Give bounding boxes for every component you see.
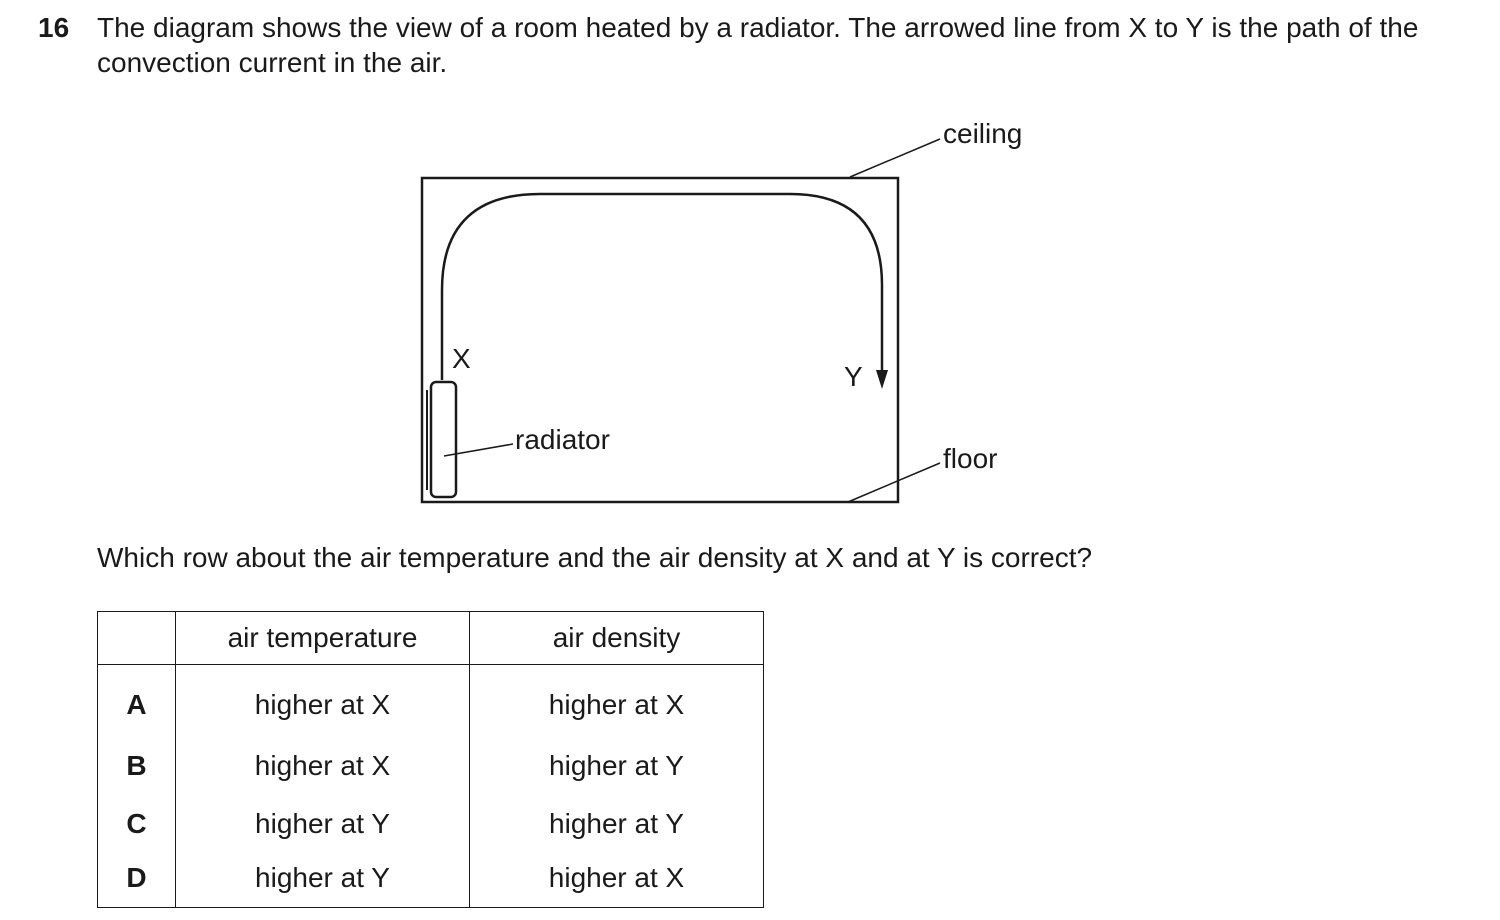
density-cell: higher at Y [469,795,764,853]
temperature-cell: higher at X [175,737,470,795]
question-prompt: Which row about the air temperature and … [97,542,1093,573]
room-diagram: ceiling floor radiator X Y [420,118,1022,504]
temperature-cell: higher at X [175,664,470,737]
density-cell: higher at X [469,664,764,737]
answer-table: air temperature air density A higher at … [97,611,764,908]
option-letter: A [97,664,176,737]
density-cell: higher at X [469,853,764,908]
table-row: C higher at Y higher at Y [97,795,764,853]
convection-path [440,192,884,380]
density-cell: higher at Y [469,737,764,795]
table-row: B higher at X higher at Y [97,737,764,795]
header-option [97,611,176,665]
radiator-leader [443,443,514,457]
point-x-label: X [452,343,471,374]
header-air-temperature: air temperature [175,611,470,665]
question-text: The diagram shows the view of a room hea… [97,12,1419,78]
temperature-cell: higher at Y [175,853,470,908]
option-letter: C [97,795,176,853]
radiator-body [429,380,458,499]
ceiling-label: ceiling [943,118,1022,149]
question-number: 16 [38,12,70,43]
option-letter: B [97,737,176,795]
table-row: A higher at X higher at X [97,664,764,737]
temperature-cell: higher at Y [175,795,470,853]
floor-label: floor [943,443,997,474]
ceiling-leader [849,138,941,178]
arrow-head-icon [876,370,888,389]
radiator-label: radiator [515,424,610,455]
header-air-density: air density [469,611,764,665]
option-letter: D [97,853,176,908]
point-y-label: Y [844,361,863,392]
floor-leader [847,462,941,503]
room-outline [420,176,900,504]
table-row: D higher at Y higher at X [97,853,764,908]
table-header-row: air temperature air density [97,611,764,665]
